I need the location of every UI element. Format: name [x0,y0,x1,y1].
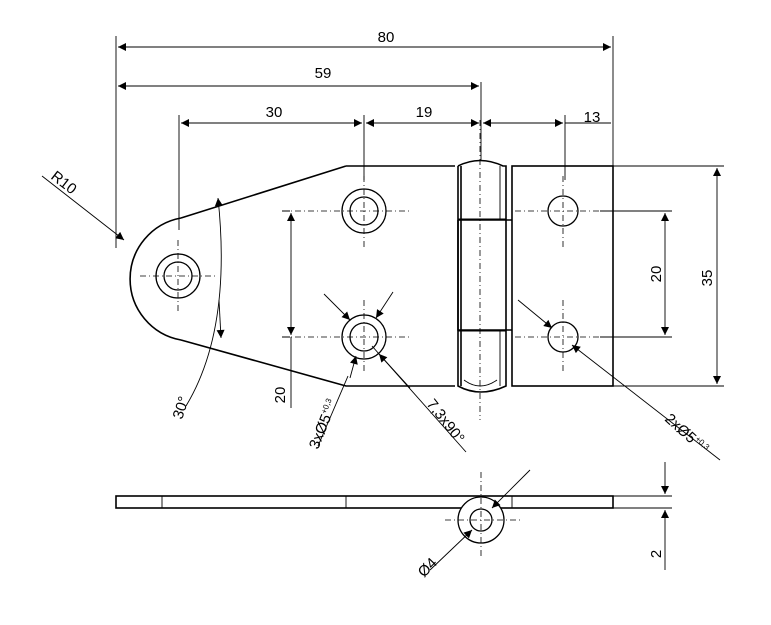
dim-30-label: 30 [266,104,283,121]
holes-left-leader [317,375,349,447]
dim-80-label: 80 [378,29,395,46]
dim-pin-label: Ø4 [415,555,441,581]
dim-r10-label: R10 [48,168,80,198]
pin-arrow-bottom [429,529,473,571]
right-leaf-outline [511,165,614,387]
hinge-side-view: Ø4 2 [115,462,672,581]
angle-arc [185,197,223,407]
hinge-plan-view [129,120,614,420]
dimensions: 80 59 30 19 13 R10 20 35 20 30° [41,29,724,461]
dim-thickness-label: 2 [648,550,665,558]
dim-angle-label: 30° [170,394,193,421]
holes-right-arrow [517,299,553,329]
dim-13-label: 13 [584,109,601,126]
thickness-ext [613,495,672,509]
dim-59-label: 59 [315,65,332,82]
knuckle-slot [457,166,512,386]
csk-arrow-b [375,291,394,319]
knuckle-outline [457,159,507,393]
side-plate [115,495,614,509]
dim-holes-right-label: 2xØ5 [661,410,699,447]
dim-20-left-label: 20 [272,387,289,404]
csk-arrow-d [378,353,411,389]
csk-arrow-a [323,293,351,321]
dim-holes-left-tol: +0,3 [319,397,333,416]
radius-leader [41,175,125,241]
holes-right-leader [571,344,721,461]
dim-20-right-label: 20 [648,266,665,283]
center-lines [140,120,600,420]
angle-arc-start [216,299,225,339]
pin-arrow-top [491,469,531,509]
knuckle-segments [458,166,506,387]
side-plate-joints [161,496,513,508]
csk-arrow-c [349,355,358,379]
extension-lines [115,36,724,387]
dim-holes-right-tol: +0,3 [693,434,711,452]
side-center-lines [445,472,520,556]
dim-holes-left-label: 3xØ5 [306,412,335,452]
left-leaf-outline [129,165,455,387]
dim-countersink-label: 7,3x90° [423,396,468,447]
dim-19-label: 19 [416,104,433,121]
dim-35-label: 35 [699,270,716,287]
